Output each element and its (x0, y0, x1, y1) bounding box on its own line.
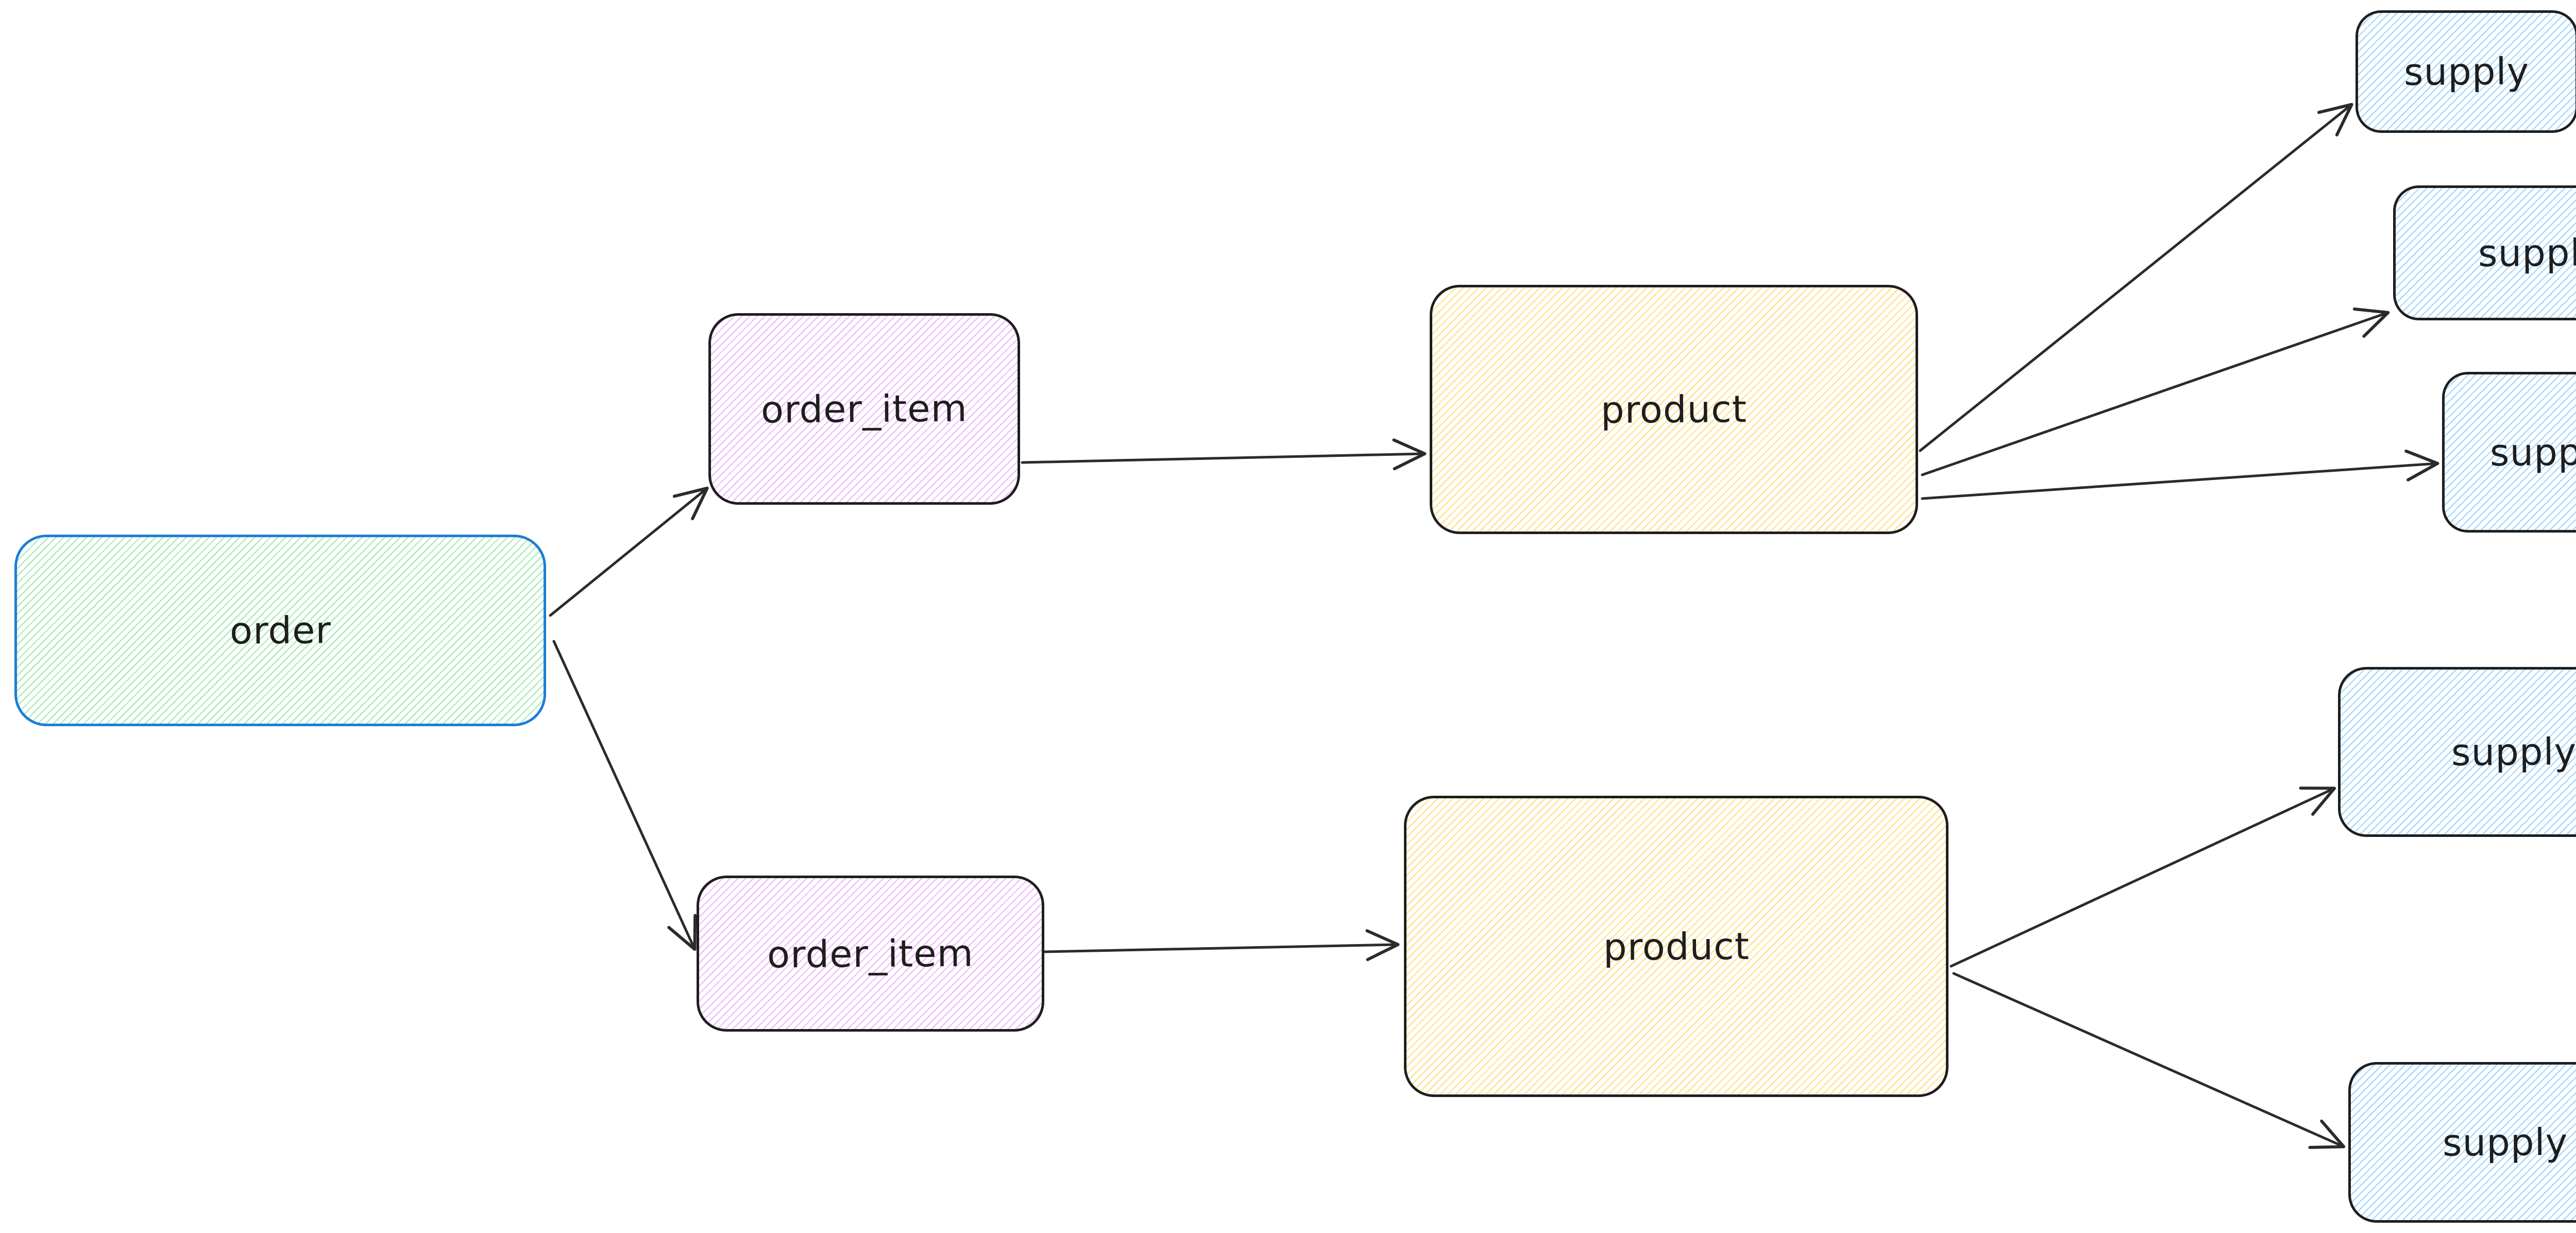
edge-product-1-to-supply-2[interactable] (1921, 307, 2390, 476)
edge-product-1-to-supply-1[interactable] (1919, 102, 2353, 452)
node-order-item-top-label: order_item (760, 386, 968, 432)
node-supply-2-label: supply (2478, 231, 2576, 275)
edge-order-item-2-to-product-2[interactable] (1043, 929, 1400, 962)
node-order-label: order (229, 608, 331, 653)
edge-order-to-order-item-1[interactable] (549, 486, 709, 617)
node-product-top[interactable]: product (1430, 285, 1918, 534)
node-supply-4-label: supply (2451, 730, 2576, 774)
node-supply-5-label: supply (2443, 1120, 2568, 1164)
edge-product-2-to-supply-4[interactable] (1950, 786, 2336, 968)
edge-product-2-to-supply-5[interactable] (1952, 972, 2346, 1149)
node-order-item-bottom[interactable]: order_item (697, 876, 1044, 1032)
node-order[interactable]: order (14, 535, 546, 726)
edge-product-1-to-supply-3[interactable] (1921, 449, 2439, 500)
node-supply-5[interactable]: supply (2348, 1062, 2576, 1223)
node-supply-1-label: supply (2404, 49, 2530, 94)
node-product-bottom-label: product (1603, 924, 1750, 969)
edge-order-item-1-to-product-1[interactable] (1021, 438, 1427, 471)
node-supply-1[interactable]: supply (2355, 10, 2576, 133)
node-order-item-bottom-label: order_item (767, 931, 974, 976)
edge-order-to-order-item-2[interactable] (552, 640, 697, 951)
node-supply-2[interactable]: supply (2393, 185, 2576, 320)
node-supply-4[interactable]: supply (2338, 667, 2576, 837)
node-supply-3[interactable]: supply (2442, 372, 2576, 533)
node-product-bottom[interactable]: product (1404, 796, 1948, 1097)
node-product-top-label: product (1600, 387, 1748, 432)
node-order-item-top[interactable]: order_item (708, 313, 1020, 505)
node-supply-3-label: supply (2490, 430, 2576, 474)
